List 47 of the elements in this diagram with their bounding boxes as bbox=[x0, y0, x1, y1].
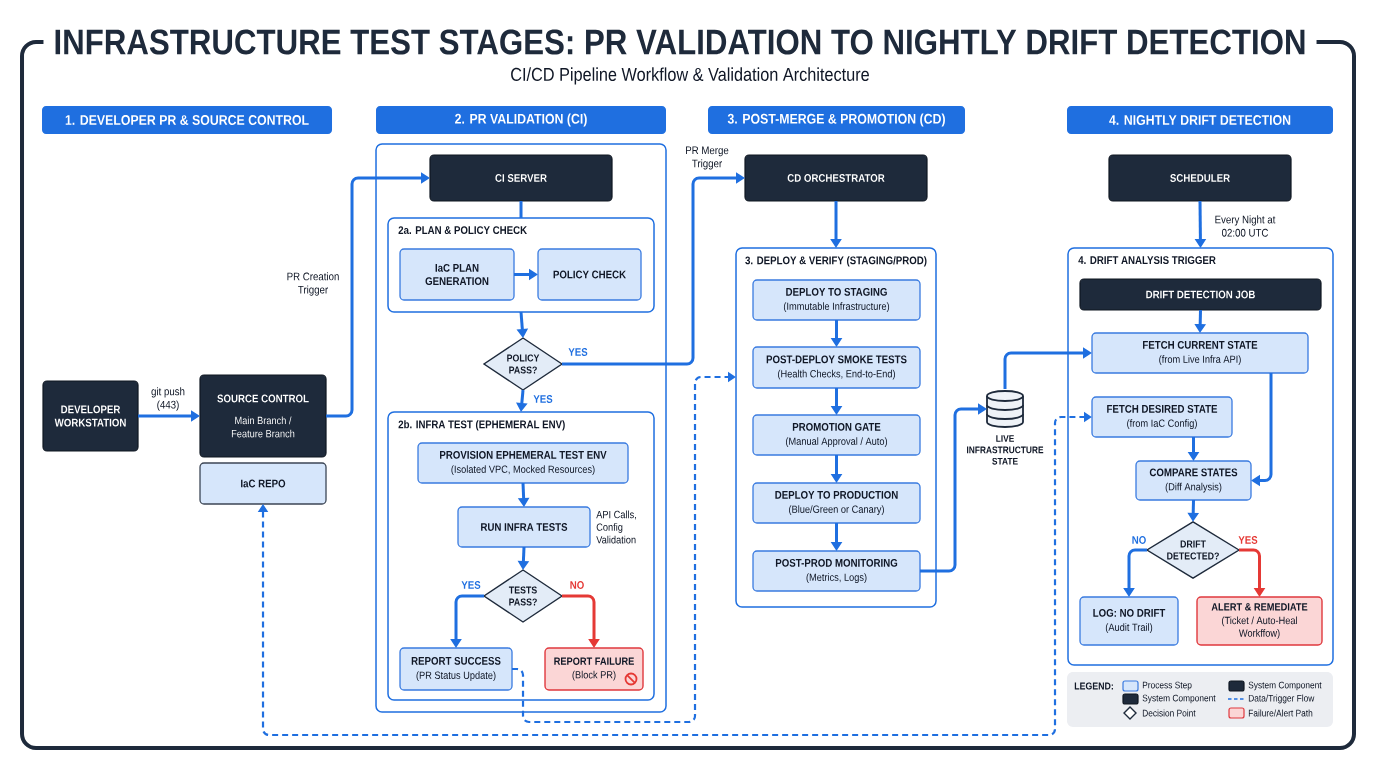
connector-line bbox=[519, 201, 523, 218]
legend-text: Decision Point bbox=[1142, 709, 1196, 717]
dashed-double-arrow bbox=[257, 411, 1092, 737]
edge-label: NO bbox=[568, 579, 586, 591]
section-header: 2. PR VALIDATION (CI) bbox=[376, 106, 666, 134]
node-label: LIVE INFRASTRUCTURE STATE bbox=[967, 435, 1044, 465]
process-box: PROMOTION GATE (Manual Approval / Auto) bbox=[752, 414, 921, 456]
legend-text: System Component bbox=[1248, 681, 1322, 691]
failure-box: ALERT & REMEDIATE (Ticket / Auto-Heal Workffow) bbox=[1196, 596, 1323, 646]
legend-text: Failure/Alert Path bbox=[1248, 709, 1313, 717]
section-header: 1. DEVELOPER PR & SOURCE CONTROL bbox=[42, 106, 332, 134]
side-note: API Calls, Config Validation bbox=[596, 510, 636, 544]
component-box: CI SERVER bbox=[429, 154, 613, 202]
component-box: DRIFT DETECTION JOB bbox=[1079, 278, 1322, 311]
component-box: DEVELOPER WORKSTATION bbox=[42, 380, 139, 452]
process-box: POST-DEPLOY SMOKE TESTS (Health Checks, End-to-End) bbox=[752, 346, 921, 389]
component-box: CD ORCHESTRATOR bbox=[744, 154, 928, 202]
edge-label: YES bbox=[459, 579, 483, 591]
section-header: 3. POST-MERGE & PROMOTION (CD) bbox=[708, 106, 965, 134]
process-box: IaC PLAN GENERATION bbox=[399, 248, 515, 301]
process-box: IaC REPO bbox=[199, 462, 327, 505]
legend-title: LEGEND: bbox=[1074, 682, 1113, 690]
process-box: REPORT SUCCESS (PR Status Update) bbox=[399, 647, 513, 691]
process-box: LOG: NO DRIFT (Audit Trail) bbox=[1079, 596, 1179, 646]
subtitle: CI/CD Pipeline Workflow & Validation Architecture bbox=[511, 67, 869, 85]
note-text: PR Merge Trigger bbox=[686, 146, 729, 170]
edge-label: NO bbox=[1130, 534, 1148, 546]
component-box: SCHEDULER bbox=[1108, 154, 1292, 202]
edge-label: PR Creation Trigger bbox=[287, 272, 339, 296]
failure-box: REPORT FAILURE (Block PR) bbox=[544, 647, 644, 691]
process-box: PROVISION EPHEMERAL TEST ENV (Isolated VPC, Mocked Resources) bbox=[417, 442, 629, 484]
section-header: 4. NIGHTLY DRIFT DETECTION bbox=[1067, 106, 1333, 134]
legend-text: System Component bbox=[1142, 694, 1216, 704]
legend-text: Data/Trigger Flow bbox=[1248, 694, 1315, 704]
component-box: SOURCE CONTROL Main Branch / Feature Branch bbox=[199, 374, 327, 458]
title: INFRASTRUCTURE TEST STAGES: PR VALIDATION TO NIGHTLY DRIFT DETECTION bbox=[43, 26, 1317, 58]
edge-label: YES bbox=[531, 393, 555, 405]
process-box: FETCH CURRENT STATE (from Live Infra API) bbox=[1091, 332, 1309, 374]
legend-text: Process Step bbox=[1142, 681, 1192, 691]
process-box: DEPLOY TO PRODUCTION (Blue/Green or Canary) bbox=[752, 482, 921, 524]
process-box: POST-PROD MONITORING (Metrics, Logs) bbox=[752, 550, 921, 592]
process-box: FETCH DESIRED STATE (from IaC Config) bbox=[1091, 396, 1233, 438]
process-box: COMPARE STATES (Diff Analysis) bbox=[1135, 460, 1252, 501]
process-box: DEPLOY TO STAGING (Immutable Infrastructure) bbox=[752, 279, 921, 321]
edge-label: git push (443) bbox=[151, 387, 185, 411]
edge-label: Every Night at 02:00 UTC bbox=[1215, 215, 1276, 237]
process-box: RUN INFRA TESTS bbox=[457, 506, 591, 548]
